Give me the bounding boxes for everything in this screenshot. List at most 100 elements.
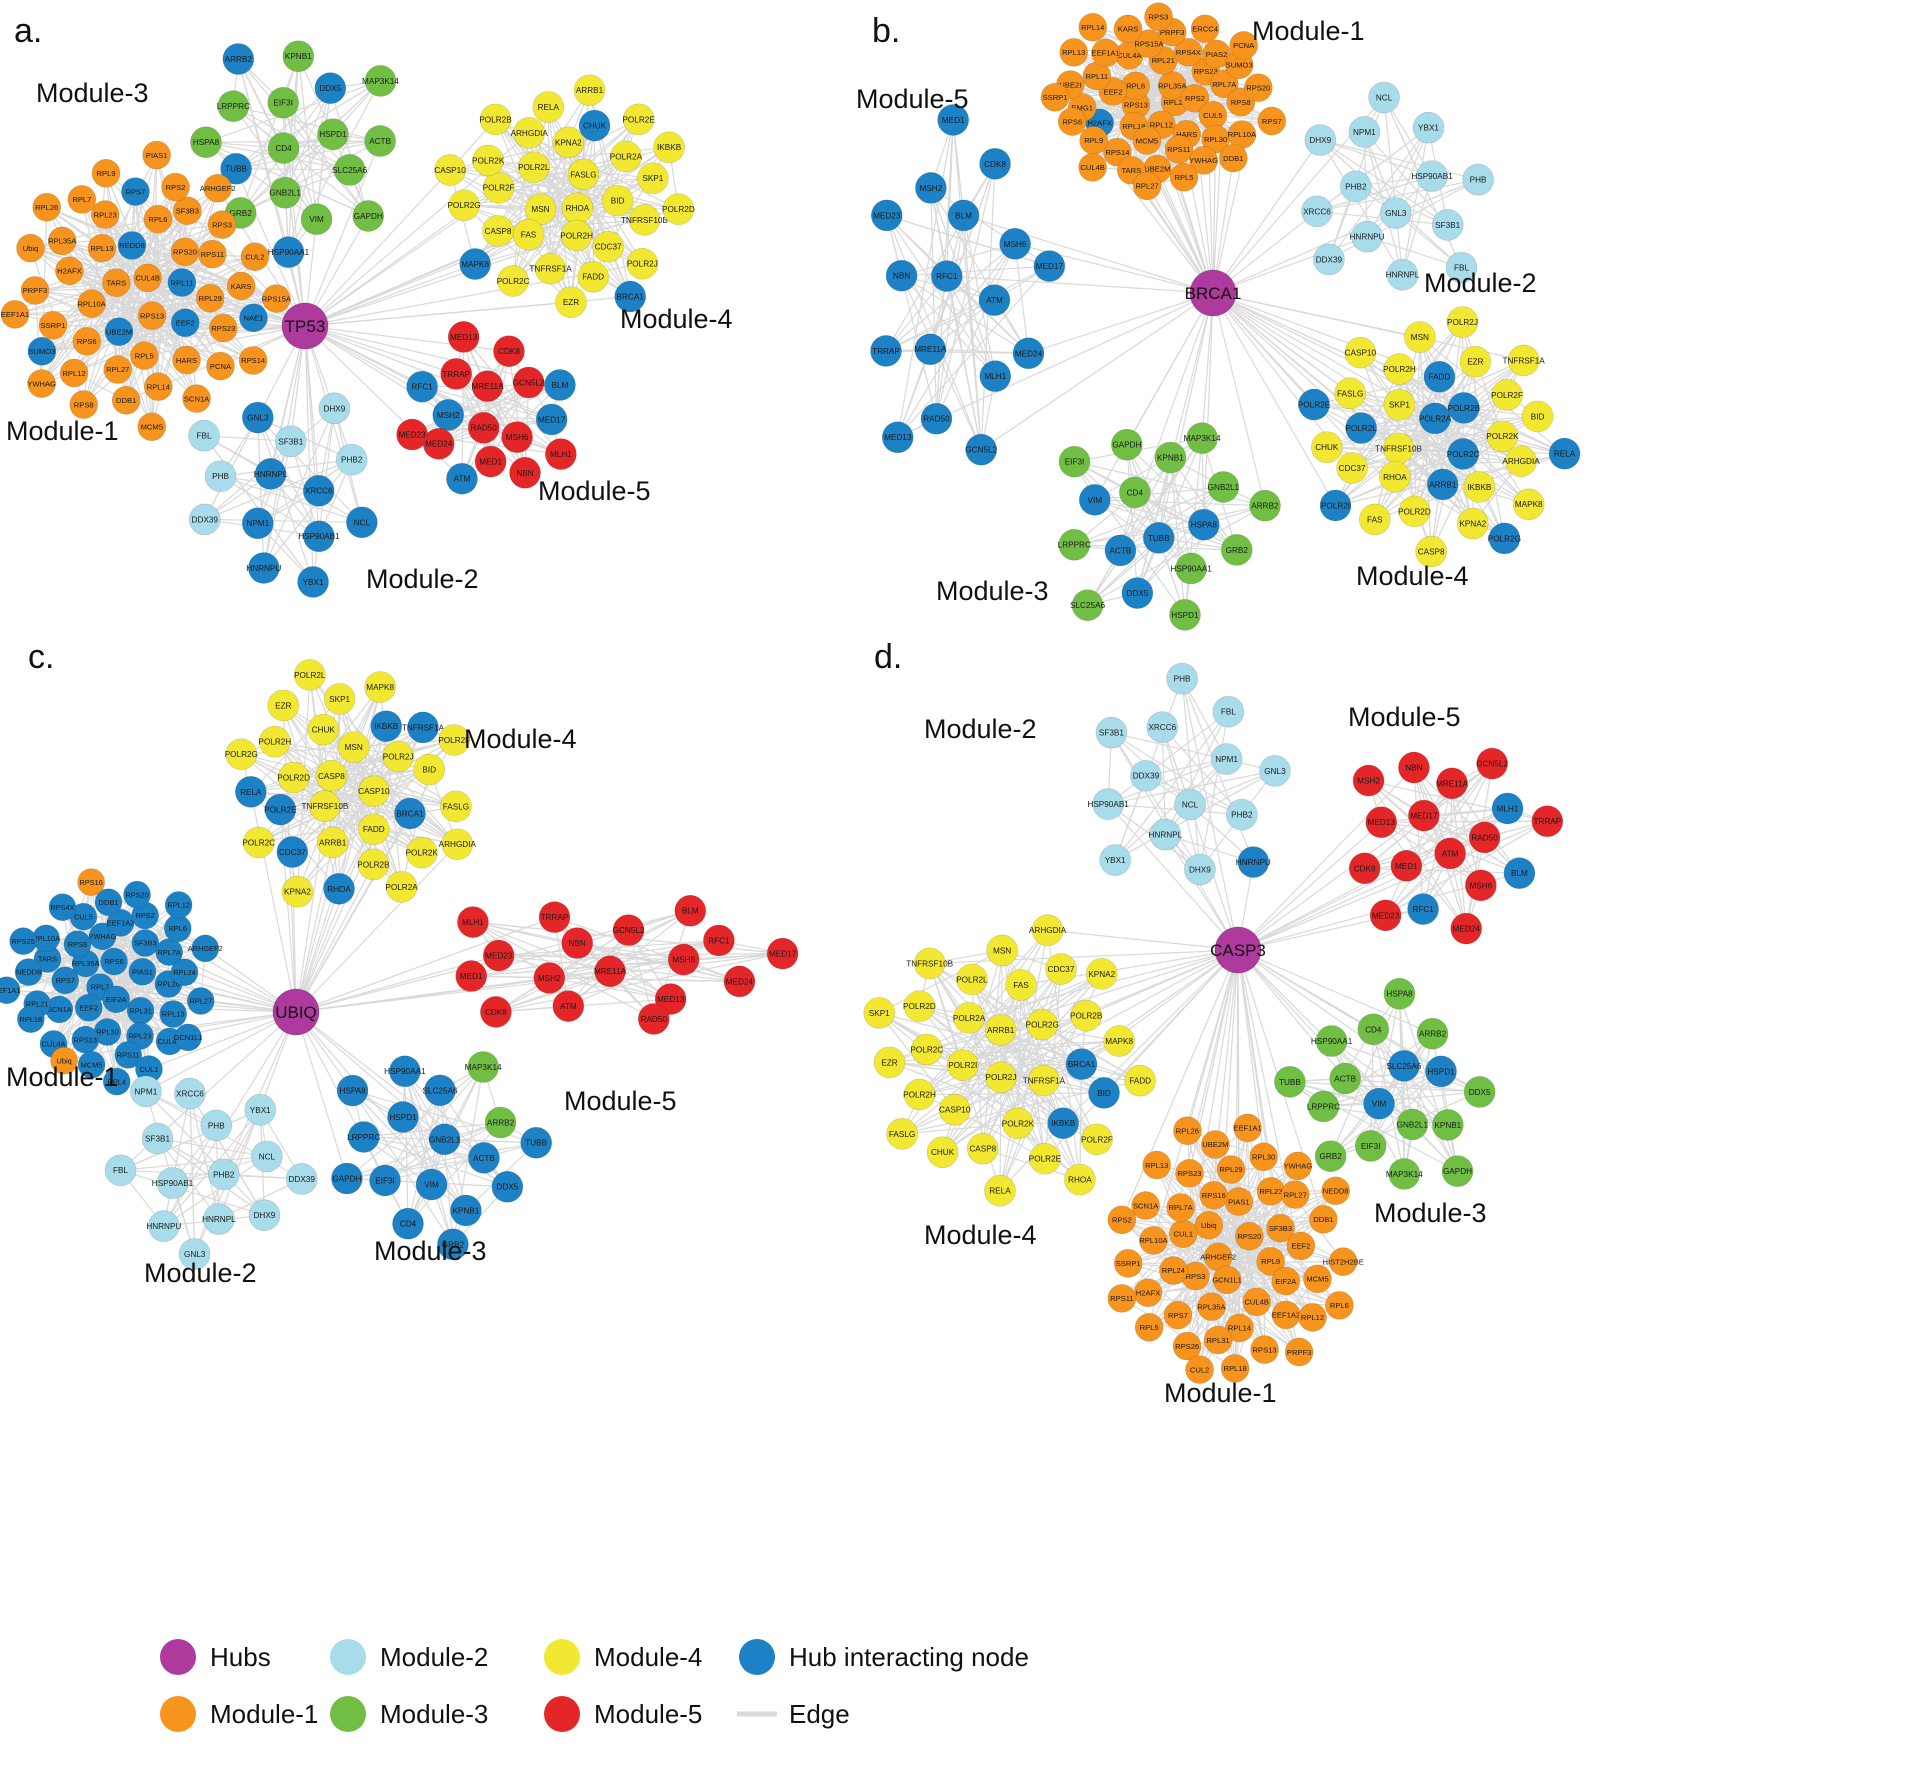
node-label: CASP10 xyxy=(1345,349,1377,358)
legend-label: Edge xyxy=(789,1699,850,1729)
node-label: GNL3 xyxy=(184,1250,206,1259)
node-circle xyxy=(441,828,474,861)
node-circle xyxy=(424,1074,456,1107)
node-circle xyxy=(293,659,326,691)
node-YBX1: YBX1 xyxy=(244,1094,277,1126)
node-circle xyxy=(1348,116,1381,148)
node-label: POLR2F xyxy=(438,736,470,745)
node-circle xyxy=(1274,1066,1306,1098)
edge xyxy=(233,105,381,142)
node-RFC1: RFC1 xyxy=(703,924,735,957)
node-circle xyxy=(1507,344,1540,377)
edge xyxy=(683,953,783,961)
node-label: HSPA8 xyxy=(1386,990,1413,999)
node-HNRNPL: HNRNPL xyxy=(254,458,288,490)
panel-label-c: c. xyxy=(28,638,54,676)
node-label: GNL3 xyxy=(1385,209,1407,218)
node-label: ARHGEF2 xyxy=(188,944,223,953)
node-label: YBX1 xyxy=(1418,124,1439,133)
node-label: RPL27 xyxy=(189,997,212,1006)
node-label: VIM xyxy=(1087,496,1102,505)
edge xyxy=(1000,1029,1081,1180)
node-label: RPL26 xyxy=(1176,1126,1199,1135)
node-circle xyxy=(413,753,446,786)
node-label: GCN5L2 xyxy=(965,446,997,455)
node-label: KPNB1 xyxy=(1157,454,1184,463)
node-circle xyxy=(370,710,403,743)
node-RPL12: RPL12 xyxy=(59,358,89,388)
node-circle xyxy=(1468,821,1501,854)
node-DHX9: DHX9 xyxy=(1184,853,1216,886)
node-circle xyxy=(493,335,525,368)
node-ATM: ATM xyxy=(978,284,1011,316)
edge xyxy=(498,953,783,957)
node-label: LRPPRC xyxy=(347,1133,380,1142)
edge xyxy=(1363,131,1449,226)
node-circle xyxy=(532,91,565,123)
node-RPL18: RPL18 xyxy=(17,1005,45,1033)
node-label: RAD50 xyxy=(470,424,497,433)
node-label: GCN5L2 xyxy=(513,378,545,387)
node-label: CHUK xyxy=(583,122,607,131)
node-label: HNRNPU xyxy=(146,1222,181,1231)
node-MCM5: MCM5 xyxy=(77,1050,106,1079)
node-circle xyxy=(472,144,504,177)
node-label: MED23 xyxy=(398,430,426,439)
node-label: POLR2L xyxy=(518,163,550,172)
node-label: GAPDH xyxy=(354,212,383,221)
node-circle xyxy=(985,1061,1017,1094)
node-circle xyxy=(32,192,61,222)
node-RPS14: RPS14 xyxy=(238,346,268,375)
node-SUMO3: SUMO3 xyxy=(27,337,57,366)
node-label: NPM1 xyxy=(1215,755,1238,764)
node-circle xyxy=(432,399,465,431)
node-RPS23: RPS23 xyxy=(1175,1158,1204,1188)
node-label: POLR2C xyxy=(910,1046,943,1055)
hub-edge xyxy=(148,1011,297,1070)
node-LRPPRC: LRPPRC xyxy=(347,1121,380,1153)
node-label: DDX5 xyxy=(496,1183,518,1192)
node-ATM: ATM xyxy=(552,990,585,1022)
node-circle xyxy=(104,1154,137,1187)
node-circle xyxy=(601,184,634,217)
node-circle xyxy=(178,1238,211,1270)
hub-edge xyxy=(1189,804,1239,951)
node-EIF3I: EIF3I xyxy=(1058,445,1091,478)
node-label: PHB2 xyxy=(213,1170,235,1179)
node-circle xyxy=(173,196,202,226)
hub-edge xyxy=(295,864,374,1013)
node-POLR2H: POLR2H xyxy=(903,1078,936,1111)
node-circle xyxy=(984,1174,1016,1207)
edge xyxy=(145,1090,265,1216)
edge xyxy=(968,929,1049,1019)
node-label: KPNA2 xyxy=(1088,970,1115,979)
node-circle xyxy=(573,74,606,107)
node-label: H2AFX xyxy=(1136,1288,1160,1297)
hub-edge xyxy=(1212,87,1259,294)
node-circle xyxy=(51,966,80,995)
node-VIM: VIM xyxy=(1363,1087,1395,1120)
node-label: EEF1A1 xyxy=(1091,49,1119,58)
node-CDK8: CDK8 xyxy=(979,148,1011,180)
node-RPS20: RPS20 xyxy=(1244,73,1273,102)
node-circle xyxy=(281,875,314,908)
node-label: RPS13 xyxy=(140,311,164,320)
node-POLR2G: POLR2G xyxy=(1488,522,1521,555)
node-label: NEDD8 xyxy=(119,241,145,250)
node-circle xyxy=(316,826,349,859)
node-DDX39: DDX39 xyxy=(1313,243,1345,276)
node-GCN5L2: GCN5L2 xyxy=(513,366,545,399)
node-circle xyxy=(203,1203,235,1235)
node-label: IKBKB xyxy=(657,143,682,152)
node-label: RPS6 xyxy=(104,957,123,966)
edge xyxy=(353,746,458,845)
node-FAS: FAS xyxy=(1358,503,1391,536)
node-circle xyxy=(1226,798,1258,831)
node-circle xyxy=(440,358,472,390)
node-label: DDB1 xyxy=(99,898,119,907)
node-DDB1: DDB1 xyxy=(94,888,123,917)
node-label: GCN5L2 xyxy=(613,926,645,935)
node-GAPDH: GAPDH xyxy=(331,1162,363,1195)
edge xyxy=(401,769,430,888)
node-circle xyxy=(520,1126,552,1159)
